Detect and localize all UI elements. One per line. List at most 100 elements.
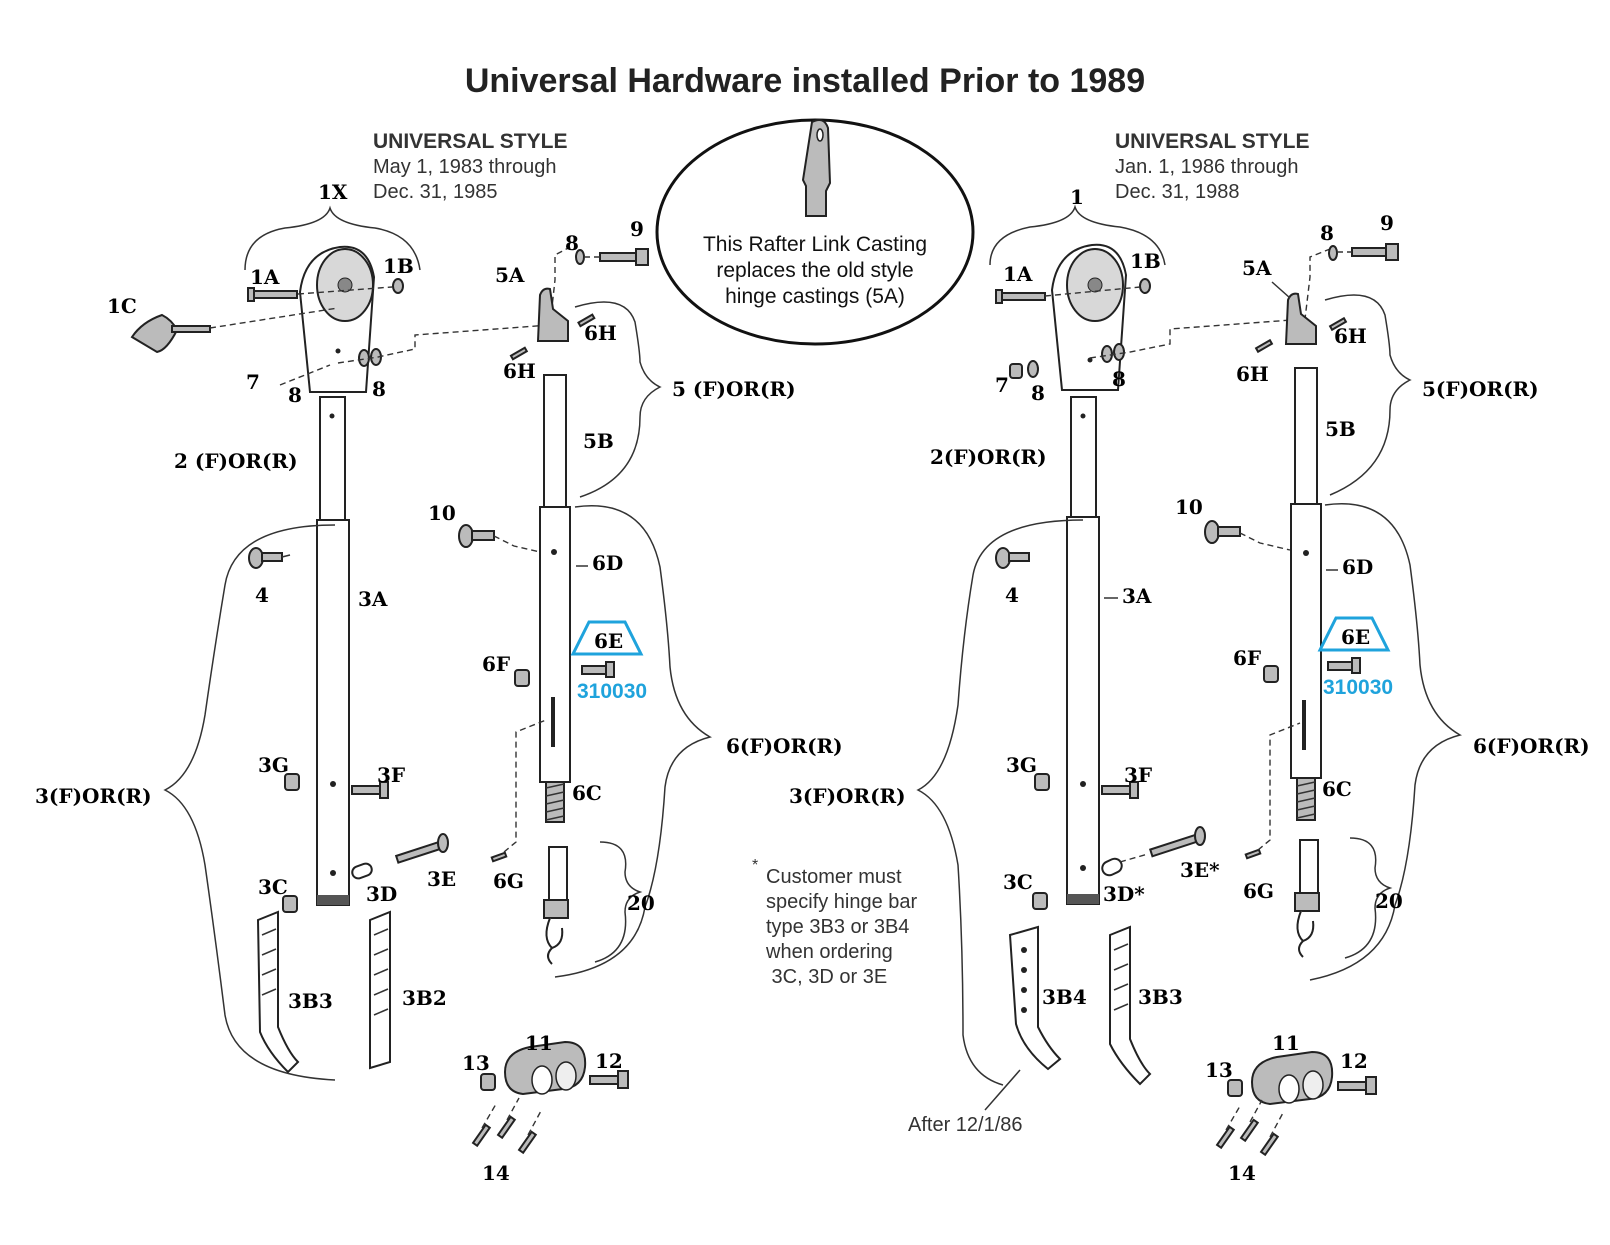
tube-5b [543,374,567,508]
label-6d-right: 6D [1342,555,1373,579]
label-6g: 6G [493,869,524,893]
label-1c: 1C [107,294,137,318]
ordering-note: * Customer must specify hinge bar type 3… [752,857,918,988]
label-5b-right: 5B [1325,417,1356,441]
label-8-top: 8 [565,231,579,255]
label-3g: 3G [258,753,289,777]
label-1b-right: 1B [1130,249,1161,273]
label-13-right: 13 [1205,1058,1233,1082]
diagram-title: Universal Hardware installed Prior to 19… [465,62,1145,100]
label-10-right: 10 [1175,495,1203,519]
hinge-bar-3b3-right [1109,925,1152,1086]
label-4-right: 4 [1005,583,1019,607]
label-6d: 6D [592,551,623,575]
brace-5-right [1324,294,1412,496]
tube-3a [316,519,350,906]
label-6f: 6F [482,652,510,676]
note-line-5: 3C, 3D or 3E [766,966,887,988]
label-5a-right: 5A [1242,256,1272,280]
callout-line-3: hinge castings (5A) [725,285,905,308]
spring-6c [545,781,565,823]
label-3-right: 3(F)OR(R) [789,784,906,808]
callout-line-2: replaces the old style [716,259,913,282]
label-1b: 1B [383,254,414,278]
pin-10-right [1204,520,1241,544]
hinge-bar-3b4 [1008,925,1062,1071]
bolt-12-right [1337,1076,1377,1095]
label-5-right: 5(F)OR(R) [1422,377,1539,401]
label-6h-upper: 6H [584,321,617,345]
right-assembly: 1 1A 1B 7 8 8 8 9 5A 6H 6H 5(F)OR(R) 5B … [789,185,1590,1185]
nut-6f-right [1263,665,1279,683]
label-6h-lower: 6H [503,359,536,383]
brace-5 [574,301,662,498]
pin-6h-upper [577,313,596,328]
pin-6g-right [1244,848,1262,860]
brace-6-right [1309,503,1462,981]
screws-14-right [1215,1118,1280,1157]
label-8-lower: 8 [288,383,302,407]
bolt-1a [247,287,298,302]
right-date-line1: Jan. 1, 1986 through [1115,156,1298,178]
label-7-right: 7 [995,373,1009,397]
label-9-right: 9 [1380,211,1394,235]
bolt-3f [351,781,389,799]
label-3e: 3E [427,867,456,891]
tube-5b-right [1294,367,1318,505]
label-20-right: 20 [1375,889,1403,913]
label-1: 1 [1070,185,1084,209]
screws-14 [471,1115,538,1155]
label-12: 12 [595,1049,623,1073]
label-6h-lower-right: 6H [1236,362,1269,386]
label-20: 20 [627,891,655,915]
nut-1b [392,278,404,294]
left-date-line2: Dec. 31, 1985 [373,181,498,203]
pin-4 [248,547,283,569]
tube-3a-right [1066,516,1100,905]
bolt-1a-right [995,289,1046,304]
label-13: 13 [462,1051,490,1075]
bolt-6e-right [1327,657,1361,674]
hook-20 [543,846,569,965]
bolt-6e [581,661,615,678]
label-14: 14 [482,1161,510,1185]
label-3b4: 3B4 [1042,985,1087,1009]
label-4: 4 [255,583,269,607]
nut-6f [514,669,530,687]
note-asterisk: * [752,857,758,874]
label-3f: 3F [377,763,405,787]
right-style-title: UNIVERSAL STYLE [1115,130,1309,153]
bolt-12 [589,1070,629,1089]
label-3e-right: 3E* [1180,858,1220,882]
part-number-310030: 310030 [577,680,647,703]
nut-3c [282,895,298,913]
rafter-link-casting-icon [801,119,832,217]
right-style-header: UNIVERSAL STYLE Jan. 1, 1986 through Dec… [1115,130,1309,203]
pin-6h-lower-right [1254,338,1274,354]
label-3c-right: 3C [1003,870,1033,894]
label-3b2: 3B2 [402,986,447,1010]
label-3a: 3A [358,587,388,611]
label-6e: 6E [594,629,623,653]
label-8-top-right: 8 [1320,221,1334,245]
highlight-6e [570,620,644,656]
pin-6h-upper-right [1328,316,1348,332]
label-6c: 6C [572,781,602,805]
left-style-title: UNIVERSAL STYLE [373,130,567,153]
label-8-washers: 8 [372,377,386,401]
label-6g-right: 6G [1243,879,1274,903]
sleeve-3d-right [1101,857,1123,877]
label-1a-right: 1A [1003,262,1033,286]
bolt-9-right [1351,243,1399,261]
nut-3c-right [1032,892,1048,910]
bolt-3e-right [1148,826,1206,858]
brace-6 [554,505,712,978]
brace-1 [989,204,1166,266]
pin-4-right [995,547,1030,569]
brace-20 [594,841,643,963]
nut-7-right [1009,360,1039,379]
note-line-2: specify hinge bar [766,891,918,913]
label-10: 10 [428,501,456,525]
